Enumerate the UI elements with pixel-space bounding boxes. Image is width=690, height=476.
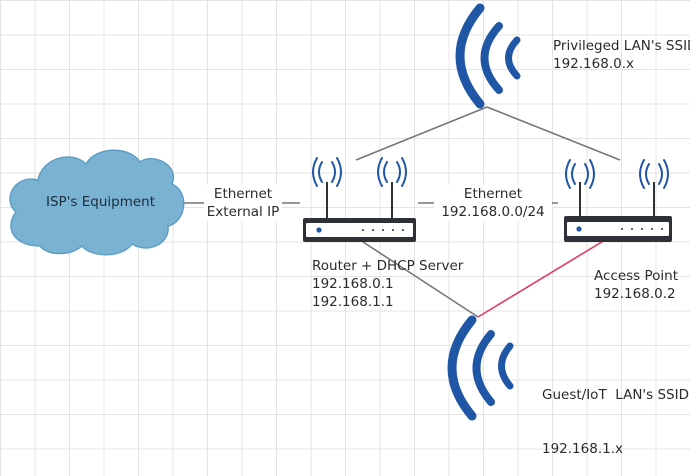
access-point-label: Access Point 192.168.0.2 xyxy=(594,267,678,303)
access-point-ip: 192.168.0.2 xyxy=(594,286,676,302)
router-ap-connection-label: Ethernet 192.168.0.0/24 xyxy=(434,185,552,221)
isp-router-connection-label: Ethernet External IP xyxy=(204,185,282,221)
wifi-signal-icon xyxy=(377,157,407,187)
network-diagram xyxy=(9,3,672,421)
guest-ssid-subnet: 192.168.1.x xyxy=(542,441,623,457)
connection-detail: 192.168.0.0/24 xyxy=(441,204,545,220)
router-name: Router + DHCP Server xyxy=(312,258,464,274)
wifi-signal-icon xyxy=(312,157,342,187)
privileged-ssid-label: Privileged LAN's SSID 192.168.0.x xyxy=(553,37,690,73)
connection-type: Ethernet xyxy=(213,186,273,202)
line-privileged-ssid-to-router xyxy=(355,106,488,161)
router-label: Router + DHCP Server 192.168.0.1 192.168… xyxy=(312,257,463,311)
line-ap-to-guest-ssid xyxy=(477,239,606,318)
wifi-signal-icon xyxy=(565,159,595,189)
privileged-ssid-name: Privileged LAN's SSID xyxy=(553,38,690,54)
wifi-signal-icon xyxy=(447,315,514,421)
cloud-icon xyxy=(9,149,185,256)
privileged-ssid-subnet: 192.168.0.x xyxy=(553,56,634,72)
line-privileged-ssid-to-ap xyxy=(486,106,621,161)
guest-ssid-label: Guest/IoT LAN's SSID 192.168.1.x xyxy=(542,350,689,476)
line-router-to-guest-ssid xyxy=(359,239,479,318)
router-icon xyxy=(564,182,672,242)
guest-ssid-name: Guest/IoT LAN's SSID xyxy=(542,387,689,403)
router-ip-2: 192.168.1.1 xyxy=(312,294,394,310)
connection-type: Ethernet xyxy=(463,186,523,202)
wifi-signal-icon xyxy=(455,3,521,109)
wifi-signal-icon xyxy=(639,159,669,189)
router-ip-1: 192.168.0.1 xyxy=(312,276,394,292)
connection-detail: External IP xyxy=(206,204,280,220)
isp-equipment-label: ISP's Equipment xyxy=(46,194,156,210)
access-point-name: Access Point xyxy=(594,268,679,284)
router-icon xyxy=(303,182,416,242)
